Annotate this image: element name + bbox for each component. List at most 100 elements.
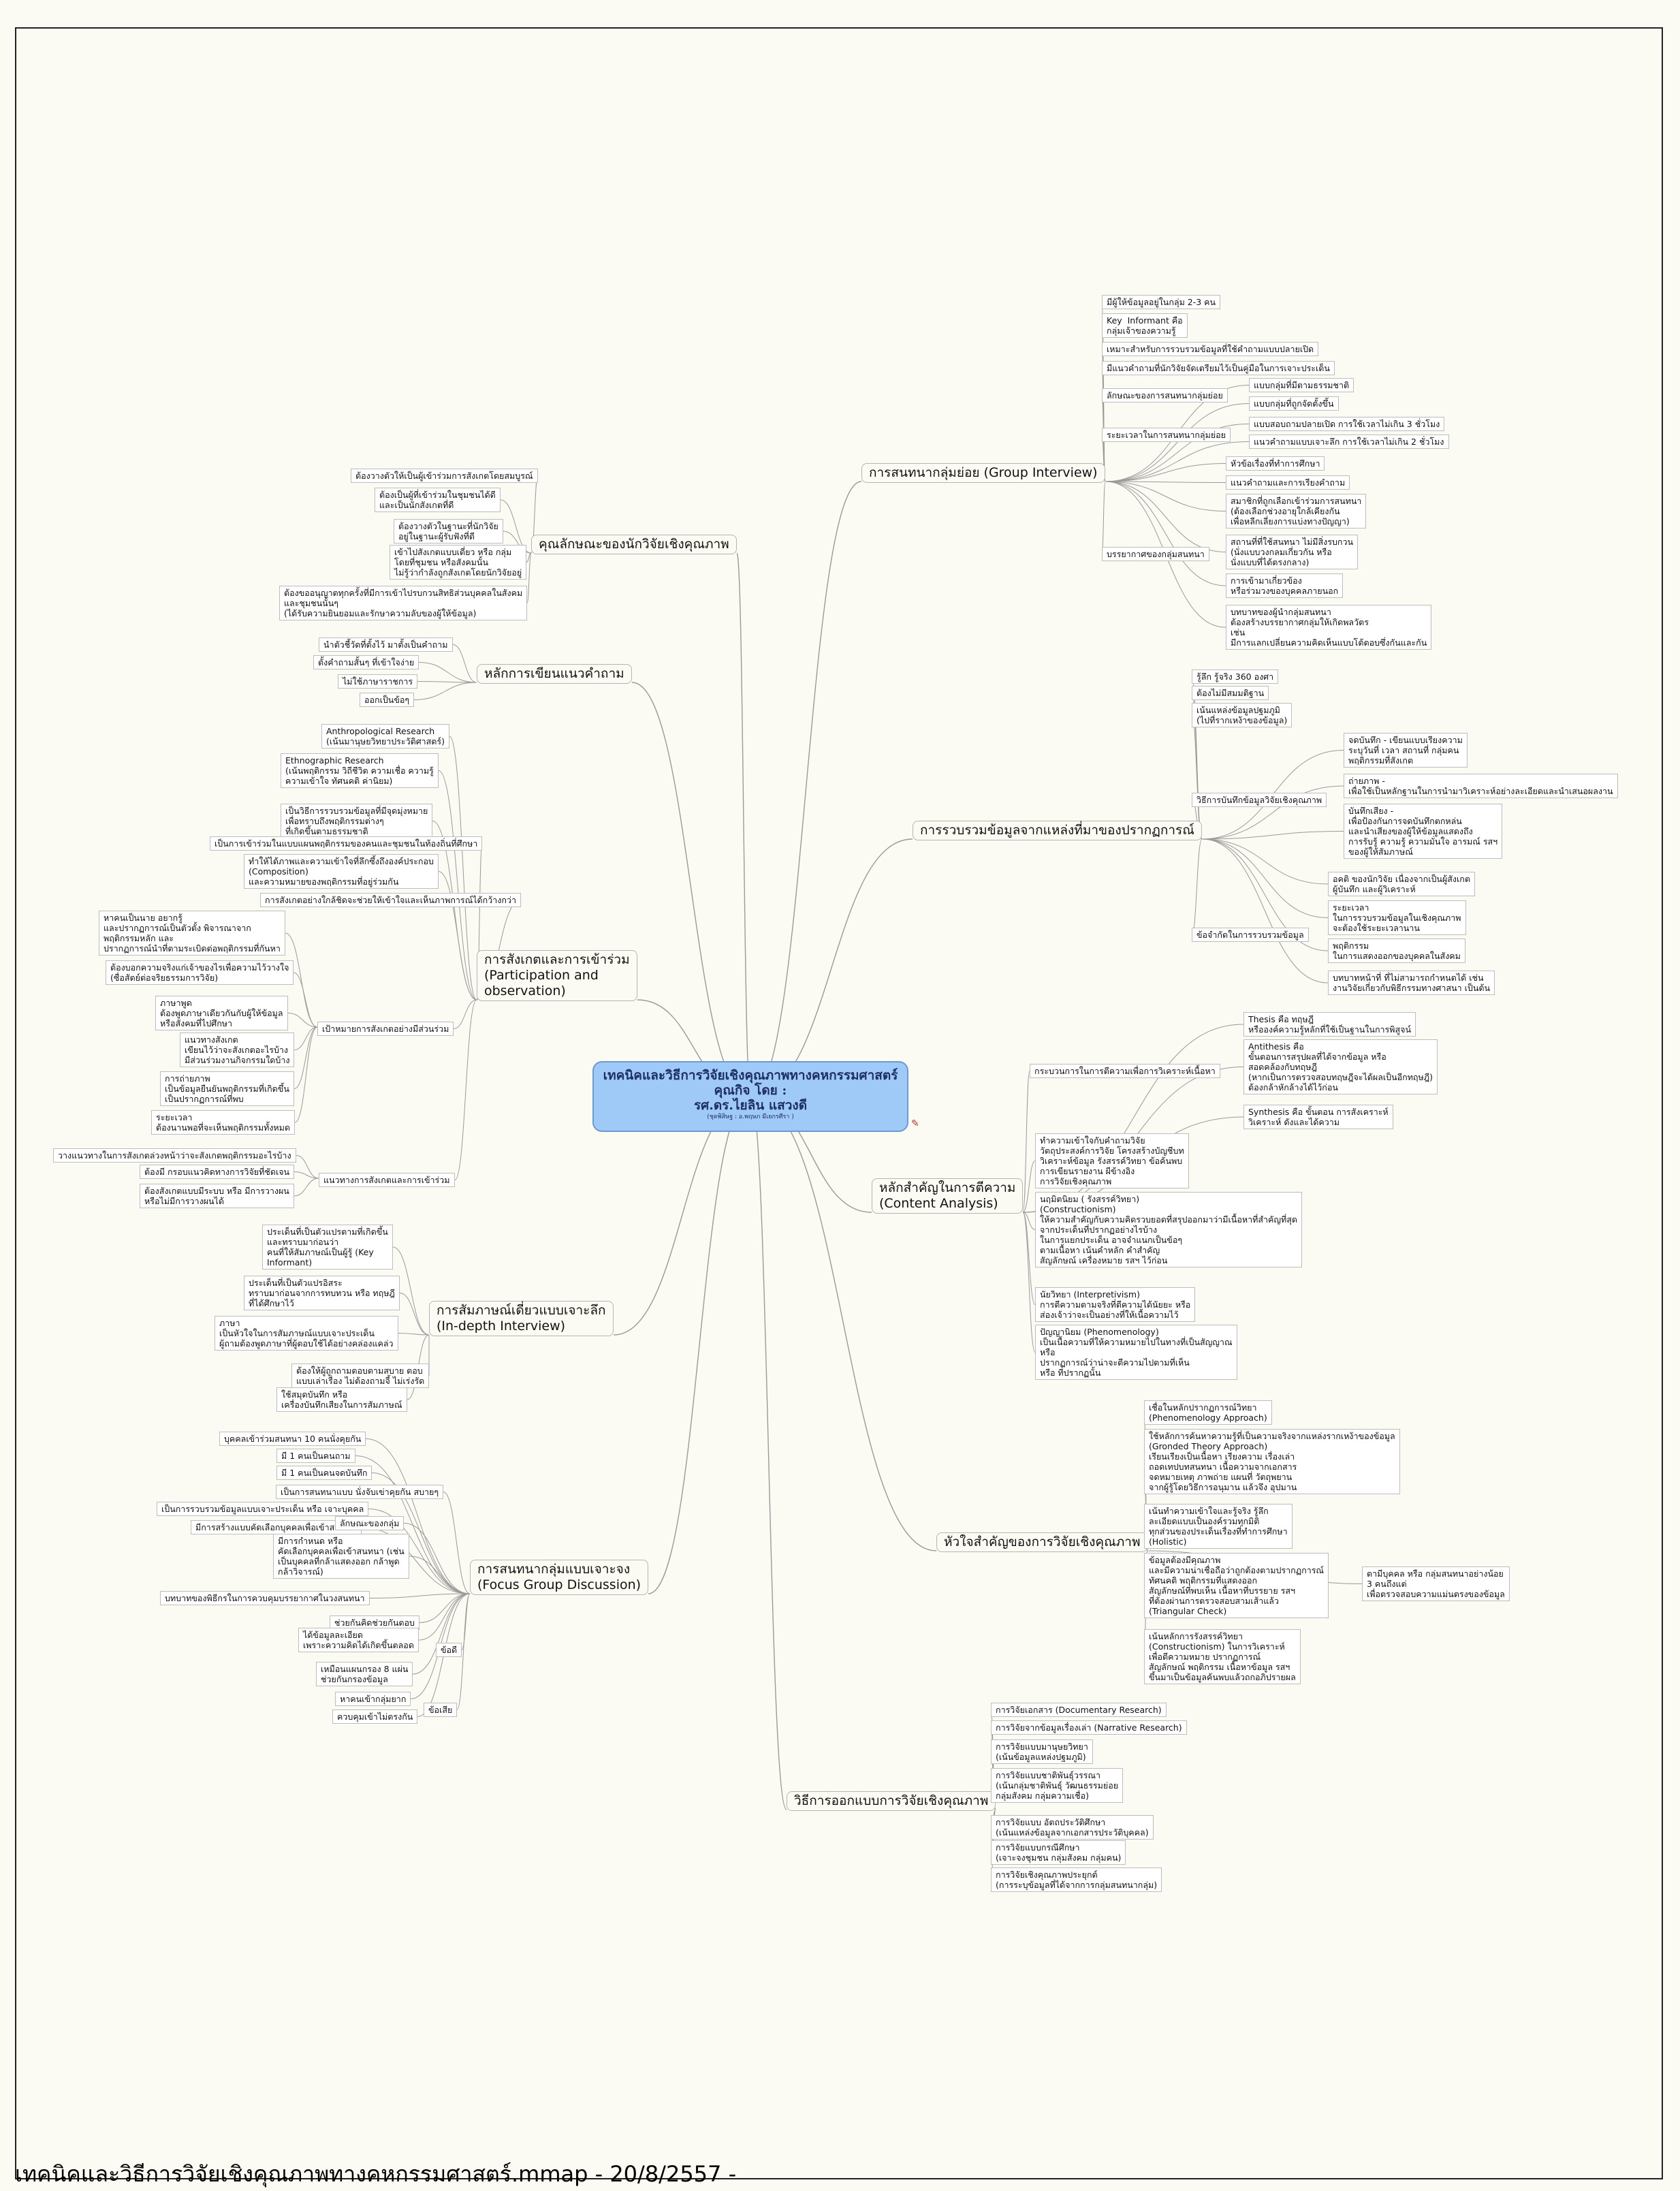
- branch-6-leaf-5[interactable]: ลักษณะของการสนทนากลุ่มย่อย: [1102, 388, 1228, 403]
- branch-9-leaf-3[interactable]: เน้นทำความเข้าใจและรู้จริง รู้ลึก ละเอีย…: [1144, 1504, 1293, 1549]
- branch-6-leaf-12[interactable]: หัวข้อเรื่องที่ทำการศึกษา: [1226, 456, 1325, 471]
- branch-topic-10[interactable]: วิธีการออกแบบการวิจัยเชิงคุณภาพ: [787, 1791, 996, 1811]
- branch-1-leaf-3[interactable]: ต้องวางตัวในฐานะที่นักวิจัย อยู่ในฐานะผู…: [394, 519, 503, 543]
- branch-8-leaf-8[interactable]: ปัญญานิยม (Phenomenology) เป็นเนื้อความท…: [1035, 1325, 1237, 1380]
- participation-goal-item-2[interactable]: ต้องบอกความจริงแก่เจ้าของไรเพื่อความไว้ว…: [106, 960, 294, 985]
- branch-7-leaf-9[interactable]: อคติ ของนักวิจัย เนื่องจากเป็นผู้สังเกต …: [1328, 872, 1475, 896]
- branch-10-leaf-4[interactable]: การวิจัยแบบชาติพันธุ์วรรณา (เน้นกลุ่มชาต…: [991, 1768, 1124, 1803]
- branch-topic-9[interactable]: หัวใจสำคัญของการวิจัยเชิงคุณภาพ: [936, 1532, 1148, 1552]
- branch-8-leaf-5[interactable]: ทำความเข้าใจกับคำถามวิจัย วัตถุประสงค์กา…: [1035, 1133, 1189, 1188]
- branch-8-leaf-7[interactable]: นัยวิทยา (Interpretivism) การตีความตามจร…: [1035, 1287, 1196, 1322]
- branch-4-leaf-3[interactable]: ภาษา เป็นหัวใจในการสัมภาษณ์แบบเจาะประเด็…: [215, 1316, 398, 1351]
- branch-2-leaf-1[interactable]: นำตัวชี้วัดที่ตั้งไว้ มาตั้งเป็นคำถาม: [319, 637, 453, 652]
- branch-topic-6[interactable]: การสนทนากลุ่มย่อย (Group Interview): [861, 463, 1105, 483]
- branch-10-leaf-7[interactable]: การวิจัยเชิงคุณภาพประยุกต์ (การระบุข้อมู…: [991, 1867, 1162, 1892]
- branch-3-leaf-5[interactable]: ทำให้ได้ภาพและความเข้าใจที่ลึกซึ้งถึงองค…: [244, 854, 439, 889]
- participation-goal-item-5[interactable]: การถ่ายภาพ เป็นข้อมูลยืนยันพฤติกรรมที่เก…: [160, 1071, 294, 1106]
- branch-5-leaf-13[interactable]: ข้อดี: [436, 1643, 462, 1657]
- branch-topic-8[interactable]: หลักสำคัญในการตีความ (Content Analysis): [872, 1178, 1024, 1214]
- branch-8-leaf-4[interactable]: Synthesis คือ ขั้นตอน การสังเคราะห์ วิเค…: [1243, 1105, 1393, 1129]
- branch-6-leaf-7[interactable]: แบบกลุ่มที่ถูกจัดตั้งขึ้น: [1249, 396, 1339, 411]
- participation-goal-item-1[interactable]: หาคนเป็นนาย อยากรู้ และปรากฏการณ์เป็นตัว…: [99, 911, 285, 956]
- branch-3-leaf-1[interactable]: Anthropological Research (เน้นมานุษยวิทย…: [321, 724, 449, 748]
- branch-5-leaf-8[interactable]: บทบาทของพิธีกรในการควบคุมบรรยากาศในวงสนท…: [160, 1591, 370, 1605]
- branch-10-leaf-5[interactable]: การวิจัยแบบ อัตถประวัติศึกษา (เน้นแหล่งข…: [991, 1815, 1154, 1840]
- branch-3-leaf-7[interactable]: เป้าหมายการสังเกตอย่างมีส่วนร่วม: [317, 1022, 454, 1036]
- branch-9-leaf-5[interactable]: ตามีบุคคล หรือ กลุ่มสนทนาอย่างน้อย 3 คนถ…: [1362, 1566, 1510, 1601]
- branch-2-leaf-3[interactable]: ไม่ใช้ภาษาราชการ: [338, 674, 418, 689]
- branch-9-leaf-2[interactable]: ใช้หลักการค้นหาความรู้ที่เป็นความจริงจาก…: [1144, 1429, 1400, 1494]
- branch-6-leaf-8[interactable]: ระยะเวลาในการสนทนากลุ่มย่อย: [1102, 428, 1231, 442]
- branch-10-leaf-3[interactable]: การวิจัยแบบมานุษยวิทยา (เน้นข้อมูลแหล่งป…: [991, 1739, 1093, 1764]
- central-topic[interactable]: เทคนิคและวิธีการวิจัยเชิงคุณภาพทางคหกรรม…: [592, 1061, 908, 1132]
- branch-5-leaf-12[interactable]: เหมือนแผนกรอง 8 แผ่น ช่วยกันกรองข้อมูล: [316, 1662, 413, 1686]
- branch-8-leaf-3[interactable]: Antithesis คือ ขั้นตอนการสรุปผลที่ได้จาก…: [1243, 1039, 1438, 1094]
- participation-guide-item-3[interactable]: ต้องสังเกตแบบมีระบบ หรือ มีการวางผน หรือ…: [140, 1184, 294, 1208]
- branch-8-leaf-6[interactable]: นฤมิตนิยม ( รังสรรค์วิทยา) (Construction…: [1035, 1192, 1302, 1267]
- branch-7-leaf-3[interactable]: เน้นแหล่งข้อมูลปฐมภูมิ (ไปที่รากเหง้าของ…: [1192, 703, 1293, 727]
- branch-5-leaf-15[interactable]: ควบคุมเข้าไม่ตรงกัน: [332, 1709, 418, 1724]
- branch-3-leaf-2[interactable]: Ethnographic Research (เน้นพฤติกรรม วิถี…: [281, 753, 439, 788]
- branch-topic-1[interactable]: คุณลักษณะของนักวิจัยเชิงคุณภาพ: [531, 535, 737, 554]
- branch-6-leaf-4[interactable]: มีแนวคำถามที่นักวิจัยจัดเตรียมไว้เป็นคู่…: [1102, 361, 1335, 375]
- branch-4-leaf-4[interactable]: ต้องให้ผู้ถูกถามตอบตามสบาย ตอบ แบบเล่าเร…: [291, 1364, 430, 1388]
- branch-1-leaf-4[interactable]: เข้าไปสังเกตแบบเดี่ยว หรือ กลุ่ม โดยที่ช…: [390, 545, 527, 580]
- branch-1-leaf-5[interactable]: ต้องขออนุญาตทุกครั้งที่มีการเข้าไปรบกวนส…: [279, 586, 528, 620]
- branch-8-leaf-2[interactable]: Thesis คือ ทฤษฎี หรือองค์ความรู้หลักที่ใ…: [1243, 1012, 1416, 1037]
- branch-5-leaf-5[interactable]: เป็นการรวบรวมข้อมูลแบบเจาะประเด็น หรือ เ…: [157, 1502, 369, 1516]
- branch-topic-7[interactable]: การรวบรวมข้อมูลจากแหล่งที่มาของปรากฏการณ…: [913, 821, 1202, 840]
- branch-9-leaf-4[interactable]: ข้อมูลต้องมีคุณภาพ และมีความน่าเชื่อถือว…: [1144, 1553, 1329, 1618]
- participation-goal-item-3[interactable]: ภาษาพูด ต้องพูดภาษาเดียวกันกับผู้ให้ข้อม…: [155, 996, 288, 1030]
- branch-9-leaf-6[interactable]: เน้นหลักการรังสรรค์วิทยา (Constructionis…: [1144, 1629, 1301, 1684]
- branch-7-leaf-5[interactable]: จดบันทึก - เขียนแบบเรียงความ ระบุวันที่ …: [1344, 733, 1468, 768]
- branch-5-leaf-16[interactable]: ข้อเสีย: [424, 1703, 458, 1717]
- branch-2-leaf-2[interactable]: ตั้งคำถามสั้นๆ ที่เข้าใจง่าย: [313, 655, 419, 669]
- branch-6-leaf-14[interactable]: สมาชิกที่ถูกเลือกเข้าร่วมการสนทนา (ต้องเ…: [1226, 494, 1367, 529]
- branch-3-leaf-4[interactable]: เป็นการเข้าร่วมในแบบแผนพฤติกรรมของคนและช…: [210, 836, 483, 851]
- branch-3-leaf-6[interactable]: การสังเกตอย่างใกล้ชิดจะช่วยให้เข้าใจและเ…: [260, 893, 521, 907]
- branch-6-leaf-6[interactable]: แบบกลุ่มที่มีตามธรรมชาติ: [1249, 378, 1354, 392]
- branch-5-leaf-7[interactable]: มีการกำหนด หรือ คัดเลือกบุคคลเพื่อเข้าสน…: [273, 1534, 409, 1579]
- branch-2-leaf-4[interactable]: ออกเป็นข้อๆ: [360, 693, 415, 707]
- participation-goal-item-6[interactable]: ระยะเวลา ต้องนานพอที่จะเห็นพฤติกรรมทั้งห…: [151, 1110, 296, 1135]
- branch-5-leaf-3[interactable]: มี 1 คนเป็นคนจดบันทึก: [276, 1466, 373, 1480]
- branch-6-leaf-16[interactable]: การเข้ามาเกี่ยวข้อง หรือร่วมวงของบุคคลภา…: [1226, 573, 1344, 598]
- branch-3-leaf-3[interactable]: เป็นวิธีการรวบรวมข้อมูลที่มีจุดมุ่งหมาย …: [281, 804, 433, 838]
- branch-4-leaf-5[interactable]: ใช้สมุดบันทึก หรือ เครื่องบันทึกเสียงในก…: [276, 1387, 407, 1412]
- branch-5-leaf-4[interactable]: เป็นการสนทนาแบบ นั่งจับเข่าคุยกัน สบายๆ: [276, 1485, 444, 1499]
- branch-6-leaf-1[interactable]: มีผู้ให้ข้อมูลอยู่ในกลุ่ม 2-3 คน: [1102, 295, 1221, 309]
- branch-6-leaf-13[interactable]: แนวคำถามและการเรียงคำถาม: [1226, 475, 1350, 490]
- branch-6-leaf-9[interactable]: แบบสอบถามปลายเปิด การใช้เวลาไม่เกิน 3 ชั…: [1249, 417, 1445, 431]
- branch-7-leaf-10[interactable]: ระยะเวลา ในการรวบรวมข้อมูลในเชิงคุณภาพ จ…: [1328, 900, 1466, 935]
- branch-10-leaf-1[interactable]: การวิจัยเอกสาร (Documentary Research): [991, 1703, 1167, 1717]
- branch-topic-3[interactable]: การสังเกตและการเข้าร่วม (Participation a…: [477, 950, 637, 1001]
- branch-7-leaf-7[interactable]: บันทึกเสียง - เพื่อป้องกันการจดบันทึกตกห…: [1344, 804, 1503, 859]
- branch-5-leaf-11[interactable]: ได้ข้อมูลละเอียด เพราะความคิดได้เกิดขึ้น…: [298, 1628, 419, 1652]
- branch-5-leaf-9[interactable]: ลักษณะของกลุ่ม: [335, 1516, 405, 1530]
- branch-topic-4[interactable]: การสัมภาษณ์เดี่ยวแบบเจาะลึก (In-depth In…: [429, 1301, 614, 1336]
- branch-6-leaf-3[interactable]: เหมาะสำหรับการรวบรวมข้อมูลที่ใช้คำถามแบบ…: [1102, 342, 1319, 356]
- note-icon[interactable]: ✎: [911, 1118, 919, 1129]
- branch-8-leaf-1[interactable]: กระบวนการในการตีความเพื่อการวิเคราะห์เนื…: [1030, 1064, 1220, 1078]
- branch-6-leaf-17[interactable]: บทบาทของผู้นำกลุ่มสนทนา ต้องสร้างบรรยากา…: [1226, 605, 1432, 650]
- branch-6-leaf-15[interactable]: สถานที่ที่ใช้สนทนา ไม่มีสิ่งรบกวน (นั่งแ…: [1226, 535, 1359, 569]
- participation-goal-item-4[interactable]: แนวทางสังเกต เขียนไว้ว่าจะสังเกตอะไรบ้าง…: [180, 1033, 295, 1067]
- branch-7-leaf-12[interactable]: บทบาทหน้าที่ ที่ไม่สามารถกำหนดได้ เช่น ง…: [1328, 971, 1495, 995]
- branch-7-leaf-2[interactable]: ต้องไม่มีสมมติฐาน: [1192, 686, 1269, 700]
- branch-topic-2[interactable]: หลักการเขียนแนวคำถาม: [477, 664, 632, 684]
- branch-7-leaf-4[interactable]: วิธีการบันทึกข้อมูลวิจัยเชิงคุณภาพ: [1192, 793, 1327, 807]
- participation-guide-item-2[interactable]: ต้องมี กรอบแนวคิดทางการวิจัยที่ชัดเจน: [140, 1165, 295, 1179]
- branch-7-leaf-8[interactable]: ข้อจำกัดในการรวบรวมข้อมูล: [1192, 928, 1309, 942]
- branch-1-leaf-1[interactable]: ต้องวางตัวให้เป็นผู้เข้าร่วมการสังเกตโดย…: [351, 469, 538, 483]
- branch-1-leaf-2[interactable]: ต้องเป็นผู้ที่เข้าร่วมในชุมชนได้ดี และเป…: [375, 488, 501, 512]
- branch-10-leaf-6[interactable]: การวิจัยแบบกรณีศึกษา (เจาะจงชุมชน กลุ่มส…: [991, 1840, 1126, 1865]
- participation-guide-item-1[interactable]: วางแนวทางในการสังเกตล่วงหน้าว่าจะสังเกตพ…: [53, 1148, 296, 1163]
- branch-7-leaf-6[interactable]: ถ่ายภาพ - เพื่อใช้เป็นหลักฐานในการนำมาวิ…: [1344, 774, 1618, 798]
- branch-7-leaf-11[interactable]: พฤติกรรม ในการแสดงออกของบุคคลในสังคม: [1328, 939, 1465, 963]
- branch-5-leaf-1[interactable]: บุคคลเข้าร่วมสนทนา 10 คนนั่งคุยกัน: [219, 1432, 366, 1446]
- branch-6-leaf-10[interactable]: แนวคำถามแบบเจาะลึก การใช้เวลาไม่เกิน 2 ช…: [1249, 435, 1449, 449]
- branch-4-leaf-2[interactable]: ประเด็นที่เป็นตัวแปรอิสระ ทราบมาก่อนจากก…: [244, 1276, 400, 1310]
- branch-9-leaf-1[interactable]: เชื่อในหลักปรากฏการณ์วิทยา (Phenomenolog…: [1144, 1400, 1272, 1425]
- branch-5-leaf-2[interactable]: มี 1 คนเป็นคนถาม: [276, 1449, 355, 1463]
- branch-3-leaf-8[interactable]: แนวทางการสังเกตและการเข้าร่วม: [319, 1173, 455, 1187]
